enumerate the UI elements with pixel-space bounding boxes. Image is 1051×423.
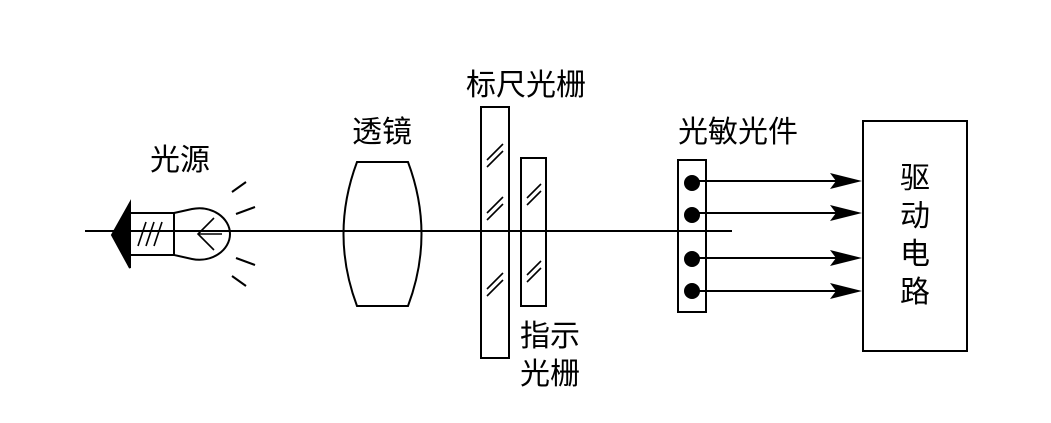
drive-circuit-label-char2: 动 (900, 199, 930, 234)
lens-label: 透镜 (352, 115, 412, 150)
scale-grating-label: 标尺光栅 (466, 68, 586, 103)
light-source-label: 光源 (150, 143, 210, 178)
light-ray (235, 257, 256, 266)
arrowhead-icon (830, 173, 862, 189)
light-ray (231, 181, 247, 193)
light-bulb-icon (110, 181, 256, 287)
indicator-grating-label-line2: 光栅 (520, 357, 580, 392)
light-ray (231, 275, 247, 287)
bulb-glass (173, 207, 232, 261)
photosensor-dot (684, 175, 700, 191)
indicator-grating-label-line1: 指示 (520, 319, 580, 354)
photosensitive-element-label: 光敏光件 (678, 115, 798, 150)
arrowhead-icon (830, 283, 862, 299)
scale-grating-hatch (486, 143, 504, 297)
arrowhead-icon (830, 250, 862, 266)
bulb-socket (129, 212, 175, 256)
drive-circuit-label-char3: 电 (900, 237, 930, 272)
convex-lens-icon (342, 161, 423, 307)
arrowhead-icon (830, 205, 862, 221)
photosensor-dot (684, 207, 700, 223)
indicator-grating (520, 157, 547, 307)
light-ray (235, 206, 256, 215)
socket-hatch (137, 221, 147, 247)
drive-circuit-label-char4: 路 (900, 275, 930, 310)
socket-hatch (153, 221, 163, 247)
signal-arrows (692, 173, 862, 299)
scale-grating (480, 106, 510, 359)
drive-circuit-label-char1: 驱 (900, 161, 930, 196)
indicator-grating-hatch (526, 183, 542, 283)
bulb-base-triangle (110, 199, 131, 269)
photosensor-array (677, 159, 707, 313)
socket-hatch (145, 221, 155, 247)
drive-circuit-box (862, 120, 968, 352)
